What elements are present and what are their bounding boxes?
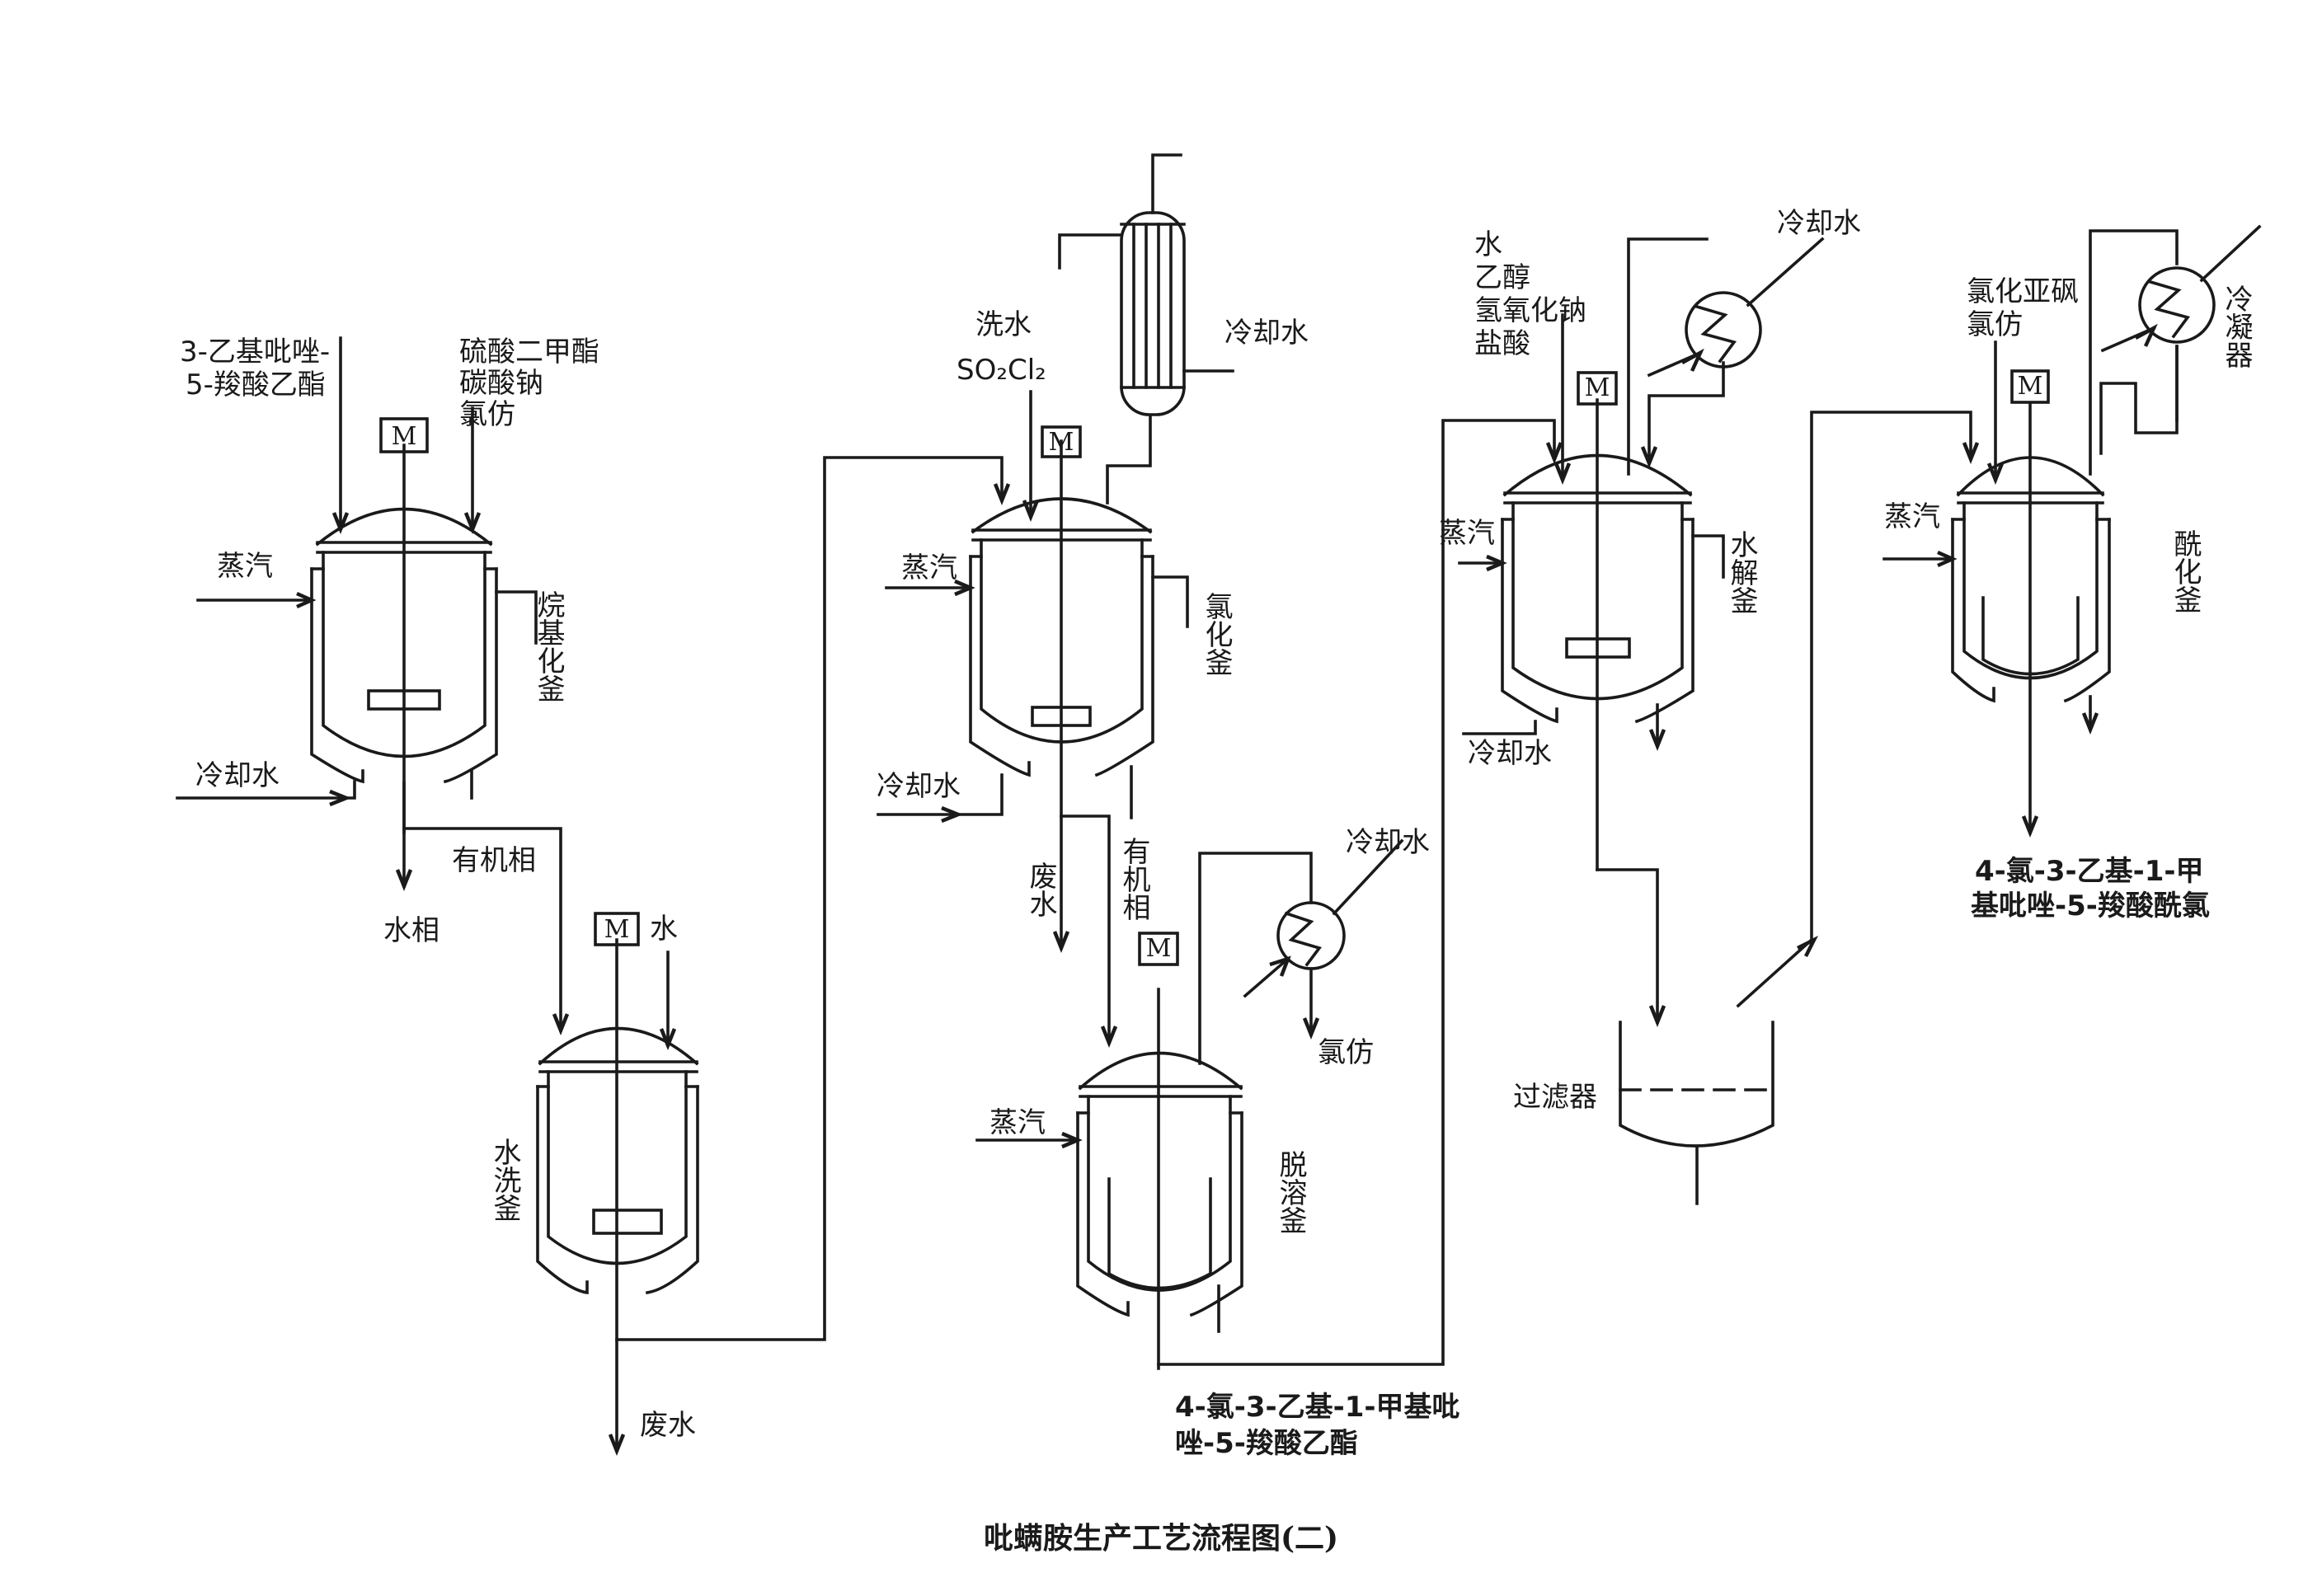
label-acylation-kettle: 酰化釜	[2169, 529, 2202, 613]
label-feed-ethyl-ester: 5-羧酸乙酯	[186, 368, 326, 401]
label-hydrolysis-feed: 水	[1474, 228, 1502, 261]
labels: 3-乙基吡唑- 5-羧酸乙酯 硫酸二甲酯 碳酸钠 氯仿 蒸汽 冷却水 烷基化釜 …	[180, 207, 2253, 1556]
label-product-ester: 唑-5-羧酸乙酯	[1175, 1427, 1358, 1460]
label-hydrolysis-kettle: 水解釜	[1725, 530, 1758, 614]
label-wash-water: 洗水	[975, 308, 1032, 341]
diagram-caption: 吡螨胺生产工艺流程图(二)	[984, 1521, 1338, 1556]
label-aqueous-phase: 水相	[383, 914, 439, 947]
label-waste-water: 废水	[1024, 861, 1057, 918]
svg-text:M: M	[1146, 934, 1172, 963]
label-cooling-water: 冷却水	[1346, 826, 1430, 859]
motor-icon: M	[1138, 932, 1179, 966]
label-alkylation-kettle: 烷基化釜	[532, 590, 565, 702]
label-steam: 蒸汽	[217, 550, 273, 583]
motor-icon: M	[379, 417, 429, 453]
label-cooling-water: 冷却水	[1468, 737, 1552, 770]
label-water: 水	[650, 913, 678, 946]
label-organic-phase: 有机相	[1117, 837, 1150, 921]
label-washing-kettle: 水洗釜	[488, 1138, 521, 1222]
desolvation-reactor: M	[975, 419, 1563, 1370]
shell-tube-condenser	[1058, 153, 1234, 416]
label-product-acyl-chloride: 基吡唑-5-羧酸酰氯	[1971, 890, 2210, 922]
label-chloroform: 氯仿	[1318, 1036, 1374, 1069]
label-product-acyl-chloride: 4-氯-3-乙基-1-甲	[1975, 855, 2204, 888]
label-desolvation-kettle: 脱溶釜	[1274, 1150, 1307, 1234]
label-steam: 蒸汽	[1439, 517, 1495, 550]
motor-icon: M	[2010, 369, 2050, 404]
svg-text:M: M	[2018, 372, 2043, 401]
chlorination-reactor: M	[877, 390, 1189, 1049]
washing-reactor: M	[536, 456, 1011, 1457]
motor-icon: M	[1577, 371, 1618, 406]
label-hydrolysis-feed: 氢氧化钠	[1474, 294, 1586, 327]
label-product-ester: 4-氯-3-乙基-1-甲基吡	[1175, 1391, 1460, 1424]
hydrolysis-reactor: M	[1458, 237, 1725, 1028]
label-steam: 蒸汽	[901, 552, 957, 584]
svg-text:M: M	[1585, 373, 1610, 402]
label-organic-phase: 有机相	[452, 844, 536, 877]
label-steam: 蒸汽	[989, 1106, 1046, 1139]
label-cooling-water: 冷却水	[1777, 207, 1861, 240]
label-feed-dms: 硫酸二甲酯	[459, 336, 599, 368]
coil-condenser	[2100, 224, 2262, 353]
label-cooling-water: 冷却水	[1224, 317, 1309, 350]
coil-condenser	[1243, 838, 1404, 998]
motor-icon: M	[1041, 425, 1082, 458]
motor-icon: M	[594, 912, 640, 946]
label-condenser: 冷凝器	[2220, 284, 2253, 368]
label-filter: 过滤器	[1513, 1081, 1597, 1114]
label-cooling-water: 冷却水	[877, 770, 961, 803]
label-feed-dms: 碳酸钠	[459, 367, 543, 400]
label-cooling-water: 冷却水	[195, 759, 280, 792]
svg-text:M: M	[604, 915, 630, 944]
label-feed-ethyl-ester: 3-乙基吡唑-	[180, 336, 330, 368]
coil-condenser	[1647, 237, 1825, 378]
alkylation-reactor: M	[176, 336, 570, 1036]
label-chlorination-kettle: 氯化釜	[1200, 592, 1233, 676]
label-acylation-feed: 氯化亚砜	[1967, 275, 2079, 308]
label-hydrolysis-feed: 乙醇	[1474, 261, 1530, 294]
label-waste-water: 废水	[640, 1409, 696, 1442]
label-hydrolysis-feed: 盐酸	[1474, 327, 1530, 360]
label-feed-dms: 氯仿	[459, 398, 515, 431]
acylation-reactor: M	[1883, 229, 2179, 838]
label-steam: 蒸汽	[1884, 500, 1940, 533]
svg-text:M: M	[392, 422, 417, 451]
svg-text:M: M	[1049, 428, 1074, 457]
label-so2cl2: SO₂Cl₂	[957, 354, 1046, 387]
filter	[1619, 411, 1980, 1205]
label-acylation-feed: 氯仿	[1967, 308, 2023, 341]
